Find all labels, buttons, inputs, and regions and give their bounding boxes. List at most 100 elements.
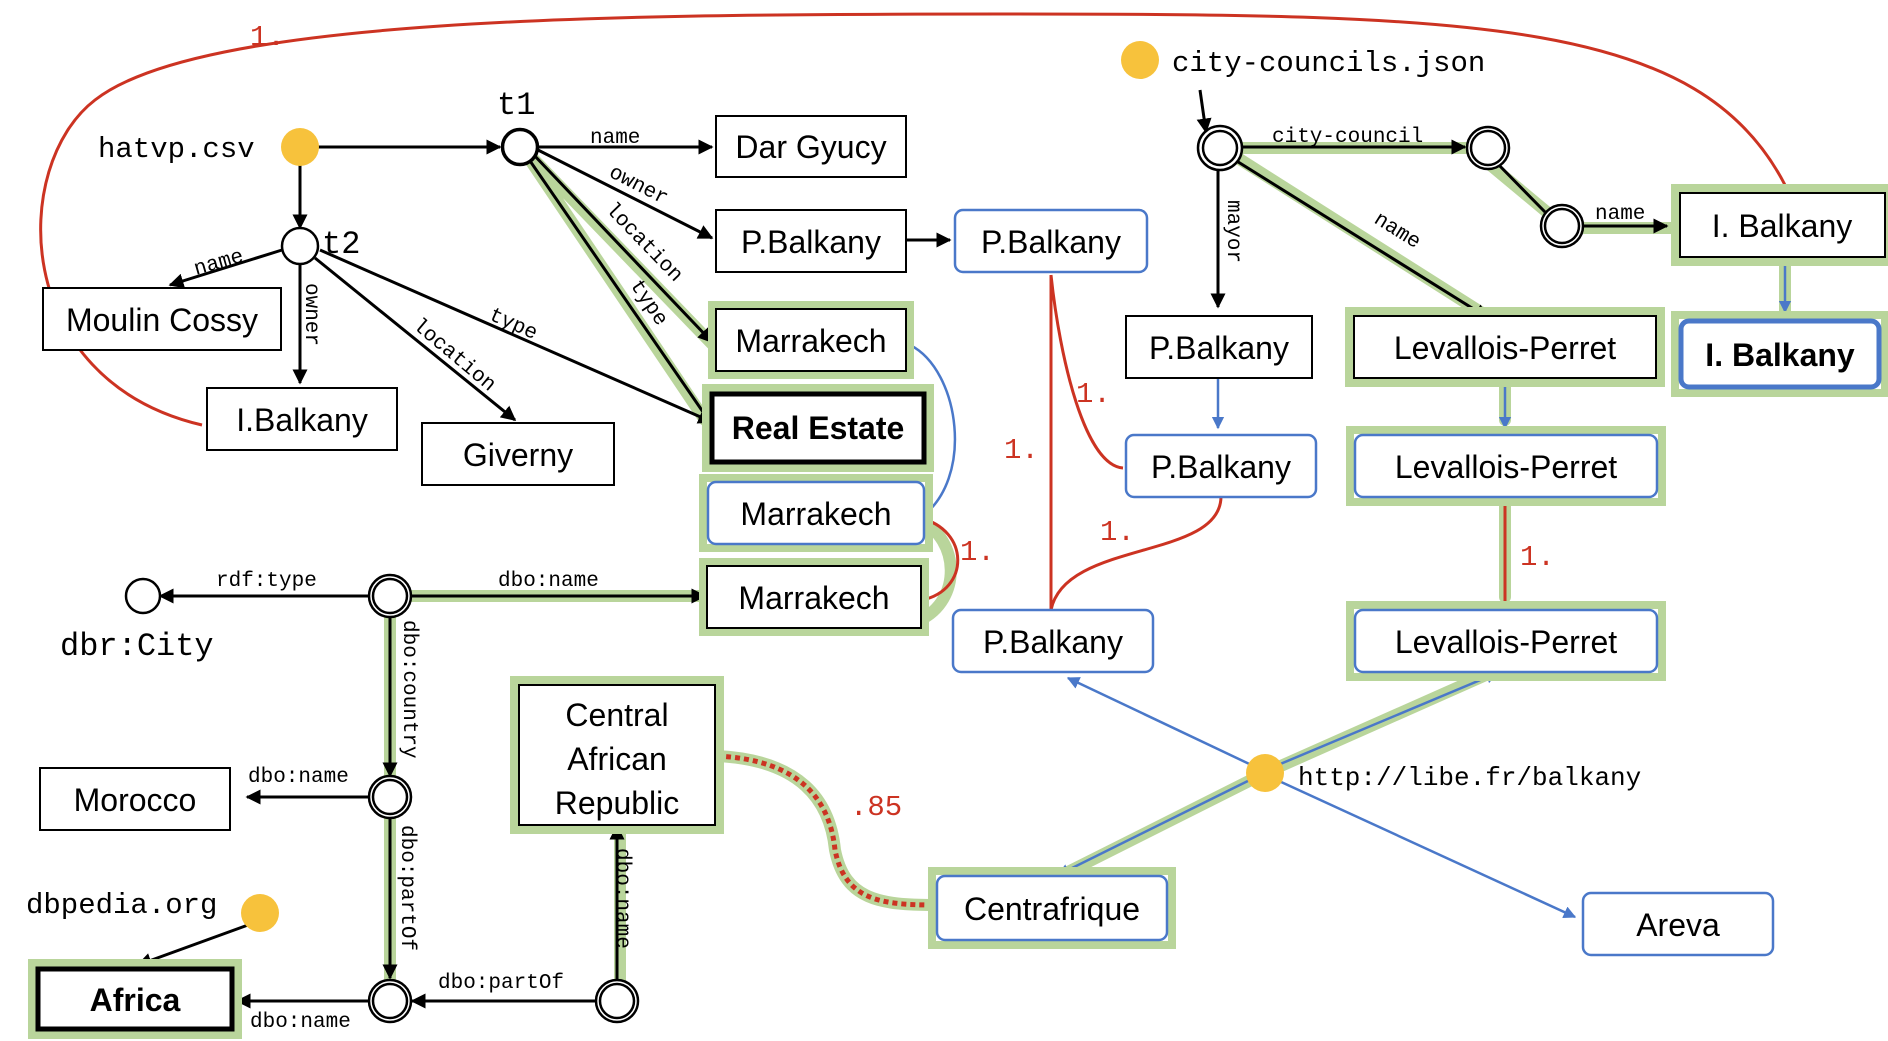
similarity-marrakech	[919, 516, 960, 602]
box-p-balkany-mid[interactable]: P.Balkany	[1124, 433, 1318, 499]
similarity-pb-right	[1049, 274, 1124, 470]
box-africa[interactable]: Africa	[28, 959, 242, 1039]
label-car-line-1: Central	[565, 697, 668, 733]
label-p-balkany-libe: P.Balkany	[983, 624, 1123, 660]
box-levallois-2[interactable]: Levallois-Perret	[1346, 426, 1666, 506]
node-city-council[interactable]	[1469, 129, 1507, 167]
edge-label-dbo-partof-2: dbo:partOf	[438, 972, 564, 995]
label-levallois-3: Levallois-Perret	[1395, 624, 1617, 660]
edge-libe-centrafrique	[1056, 771, 1265, 877]
box-centrafrique[interactable]: Centrafrique	[928, 867, 1176, 949]
edge-label-t2-type: type	[485, 304, 540, 346]
label-dbpedia: dbpedia.org	[26, 889, 217, 922]
source-node-city-councils[interactable]	[1121, 41, 1159, 79]
edge-label-t2-owner: owner	[299, 283, 322, 346]
label-centrafrique: Centrafrique	[964, 891, 1140, 927]
source-node-libe[interactable]	[1246, 754, 1284, 792]
edge-label-mayor: mayor	[1221, 200, 1244, 263]
edge-t1-owner	[537, 148, 714, 240]
label-dbr-city: dbr:City	[60, 628, 214, 665]
box-dar-gyucy[interactable]: Dar Gyucy	[715, 115, 907, 178]
box-levallois-1[interactable]: Levallois-Perret	[1345, 307, 1665, 387]
node-marrakech-dbpedia[interactable]	[371, 577, 409, 615]
node-africa-dbpedia[interactable]	[371, 982, 409, 1020]
box-areva[interactable]: Areva	[1581, 891, 1775, 957]
box-marrakech-3[interactable]: Marrakech	[699, 558, 929, 636]
box-moulin-cossy[interactable]: Moulin Cossy	[42, 287, 282, 351]
box-giverny[interactable]: Giverny	[421, 422, 615, 486]
label-marrakech-3: Marrakech	[738, 580, 889, 616]
similarity-pb-lower	[1049, 496, 1223, 611]
score-pb-left: 1.	[1004, 434, 1039, 467]
label-i-balkany-3: I. Balkany	[1705, 337, 1855, 373]
source-node-hatvp[interactable]	[281, 128, 319, 166]
blue-edges	[909, 258, 1792, 919]
label-levallois-2: Levallois-Perret	[1395, 449, 1617, 485]
box-p-balkany-owner[interactable]: P.Balkany	[715, 209, 907, 273]
score-car: .85	[850, 791, 902, 824]
label-car-line-2: African	[567, 741, 667, 777]
edge-label-dbo-partof-1: dbo:partOf	[395, 825, 418, 951]
similarity-car	[716, 753, 936, 908]
edge-t2-name	[168, 248, 283, 289]
box-i-balkany-3[interactable]: I. Balkany	[1671, 311, 1888, 397]
label-real-estate: Real Estate	[732, 410, 905, 446]
node-dbr-city[interactable]	[124, 577, 162, 615]
label-hatvp: hatvp.csv	[98, 133, 255, 166]
node-car-dbpedia[interactable]	[598, 982, 636, 1020]
source-node-dbpedia[interactable]	[241, 894, 279, 932]
label-i-balkany-1: I.Balkany	[236, 402, 368, 438]
node-boxes: Dar Gyucy P.Balkany P.Balkany Marrakech …	[28, 115, 1888, 1039]
score-pb-right: 1.	[1076, 378, 1111, 411]
label-marrakech-1: Marrakech	[735, 323, 886, 359]
label-i-balkany-2: I. Balkany	[1712, 208, 1853, 244]
edge-marrakech-extract	[909, 343, 957, 520]
node-t2[interactable]	[280, 226, 320, 266]
box-i-balkany-1[interactable]: I.Balkany	[206, 387, 398, 451]
label-morocco: Morocco	[74, 782, 197, 818]
box-marrakech-2[interactable]: Marrakech	[699, 474, 933, 552]
graph-nodes	[124, 41, 1585, 1024]
edge-label-dbo-name-car: dbo:name	[610, 848, 633, 949]
box-central-african-republic[interactable]: Central African Republic	[510, 676, 724, 834]
edge-label-t2-location: location	[408, 315, 500, 397]
edge-libe-levallois	[1265, 671, 1499, 772]
label-t2: t2	[322, 226, 360, 263]
score-levallois: 1.	[1520, 541, 1555, 574]
label-p-balkany-ext: P.Balkany	[981, 224, 1121, 260]
edge-label-dbo-name-country: dbo:name	[248, 766, 349, 789]
label-areva: Areva	[1636, 907, 1720, 943]
box-levallois-3[interactable]: Levallois-Perret	[1346, 601, 1666, 681]
box-marrakech-1[interactable]: Marrakech	[708, 301, 914, 379]
label-city-councils: city-councils.json	[1172, 47, 1485, 80]
label-dar-gyucy: Dar Gyucy	[735, 129, 886, 165]
similarity-scores: 1. 1. 1. 1. 1. 1. .85	[250, 21, 1555, 824]
edge-label-dbo-name-city: dbo:name	[498, 570, 599, 593]
edge-label-council-name: name	[1595, 203, 1645, 226]
box-i-balkany-2[interactable]: I. Balkany	[1671, 184, 1888, 266]
edge-libe-areva	[1265, 773, 1577, 919]
score-marrakech: 1.	[960, 536, 995, 569]
box-p-balkany-mayor[interactable]: P.Balkany	[1125, 315, 1313, 379]
node-labels: t1 t2 hatvp.csv city-councils.json http:…	[26, 47, 1641, 922]
edge-t1-type	[526, 157, 714, 427]
node-t1[interactable]	[501, 128, 539, 166]
edge-t2-type	[319, 248, 714, 424]
edge-dbpedia-africa	[136, 923, 249, 968]
similarity-edges	[39, 12, 1787, 908]
node-morocco-dbpedia[interactable]	[371, 778, 409, 816]
box-real-estate[interactable]: Real Estate	[702, 384, 934, 472]
label-t1: t1	[497, 87, 535, 124]
label-giverny: Giverny	[463, 437, 573, 473]
box-morocco[interactable]: Morocco	[39, 767, 231, 831]
node-city-council-root[interactable]	[1201, 129, 1239, 167]
label-libe: http://libe.fr/balkany	[1298, 763, 1641, 793]
box-p-balkany-libe[interactable]: P.Balkany	[951, 608, 1155, 674]
node-council-member[interactable]	[1543, 207, 1581, 245]
edge-label-rdf-type: rdf:type	[216, 570, 317, 593]
label-levallois-1: Levallois-Perret	[1394, 330, 1616, 366]
label-moulin-cossy: Moulin Cossy	[66, 302, 258, 338]
edge-t2-location	[314, 256, 517, 422]
box-p-balkany-ext[interactable]: P.Balkany	[953, 208, 1149, 274]
